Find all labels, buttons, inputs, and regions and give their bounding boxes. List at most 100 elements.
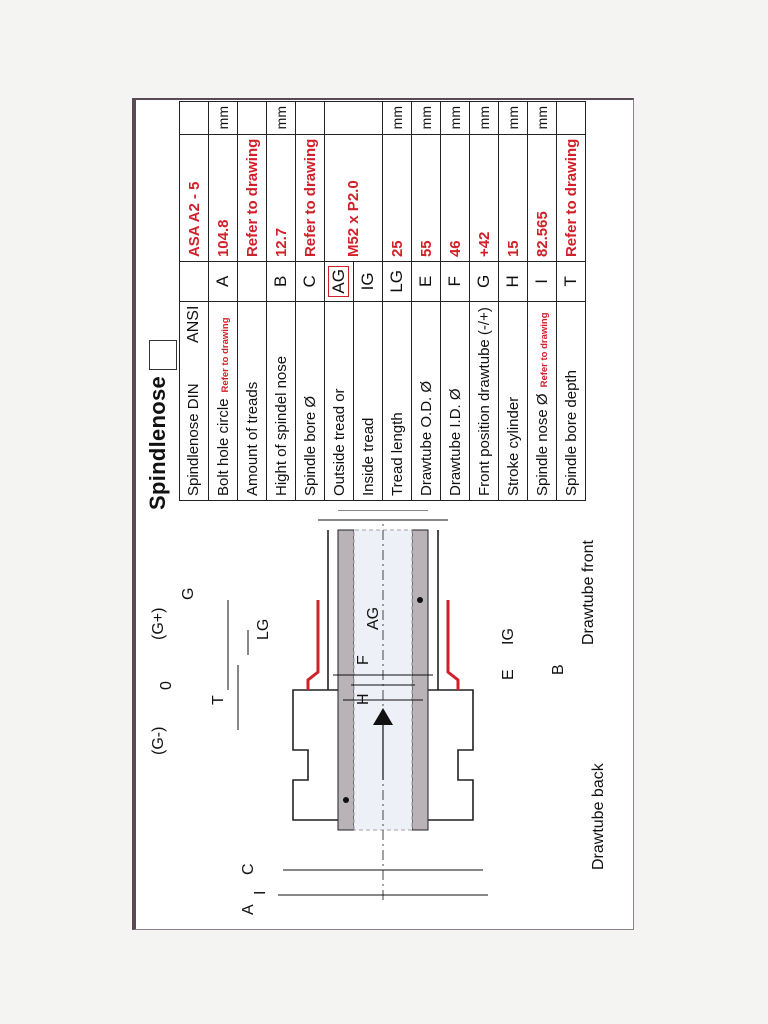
dimension-lines — [227, 510, 488, 896]
row-label: Stroke cylinder — [498, 301, 528, 501]
table-row: Spindle bore depth T Refer to drawing — [556, 101, 586, 501]
row-unit — [324, 101, 383, 135]
ansi-label: ANSI — [185, 305, 202, 343]
spec-table: Spindlenose DIN ANSI ASA A2 - 5 Bolt hol… — [179, 101, 586, 501]
row-label: Spindle bore Ø — [295, 301, 325, 501]
row-unit: mm — [527, 101, 557, 135]
g-minus-label: (G-) — [150, 727, 167, 755]
row-label: Outside tread or — [324, 301, 354, 501]
row-symbol: F — [440, 261, 470, 302]
row-symbol: C — [295, 261, 325, 302]
row-value: Refer to drawing — [295, 134, 325, 262]
table-row: Tread length LG 25 mm — [382, 101, 412, 501]
table-row: Outside tread or AG M52 x P2.0 — [324, 101, 383, 501]
spindlenose-sheet: (G-) 0 (G+) G LG T B H F AG E IG C I A D… — [133, 100, 633, 930]
row-label: Drawtube O.D. Ø — [411, 301, 441, 501]
row-label: Spindle nose Ø — [533, 393, 551, 496]
dim-label-h: H — [355, 693, 372, 705]
table-row: Drawtube O.D. Ø E 55 mm — [411, 101, 441, 501]
row-symbol — [237, 261, 267, 302]
row-symbol: I — [527, 261, 557, 302]
spindlenose-checkbox[interactable] — [149, 340, 177, 370]
row-value: 55 — [411, 134, 441, 262]
row-value: 15 — [498, 134, 528, 262]
dim-label-ag: AG — [365, 607, 382, 630]
row-unit: mm — [208, 101, 238, 135]
row-label: Tread length — [382, 301, 412, 501]
row-unit — [237, 101, 267, 135]
dim-label-lg: LG — [255, 619, 272, 640]
direction-arrow — [373, 708, 393, 725]
row-symbol: A — [208, 261, 238, 302]
row-note: Refer to drawing — [219, 317, 231, 393]
row-value: 82.565 — [527, 134, 557, 262]
spindle-nose-profile — [306, 600, 320, 690]
dim-label-c: C — [240, 863, 257, 875]
row-unit: mm — [469, 101, 499, 135]
drawtube-lower — [411, 529, 429, 831]
row-value: Refer to drawing — [237, 134, 267, 262]
table-row: Amount of treads Refer to drawing — [237, 101, 267, 501]
row-unit — [295, 101, 325, 135]
row-value: M52 x P2.0 — [324, 134, 383, 262]
dim-label-f: F — [355, 655, 372, 665]
row-symbol: AG — [328, 266, 349, 297]
row-symbol: H — [498, 261, 528, 302]
row-value: 46 — [440, 134, 470, 262]
row-unit: mm — [266, 101, 296, 135]
dim-label-e: E — [500, 669, 517, 680]
row-label: Front position drawtube (-/+) — [469, 301, 499, 501]
din-label: Spindlenose DIN — [185, 383, 202, 496]
spindlenose-drawing: (G-) 0 (G+) G LG T B H F AG E IG C I A D… — [150, 510, 607, 915]
row-value: +42 — [469, 134, 499, 262]
row-note: Refer to drawing — [538, 312, 550, 388]
dim-label-t: T — [210, 695, 227, 705]
ansi-value: ASA A2 - 5 — [179, 134, 209, 262]
dim-label-ig: IG — [500, 628, 517, 645]
dim-label-g: G — [180, 588, 197, 600]
table-row: Hight of spindel nose B 12.7 mm — [266, 101, 296, 501]
table-row: Spindle nose ØRefer to drawing I 82.565 … — [527, 101, 557, 501]
g-plus-label: (G+) — [150, 608, 167, 640]
row-unit: mm — [411, 101, 441, 135]
row-value: 25 — [382, 134, 412, 262]
row-label: Amount of treads — [237, 301, 267, 501]
table-row: Stroke cylinder H 15 mm — [498, 101, 528, 501]
row-value: 12.7 — [266, 134, 296, 262]
page-title: Spindlenose — [145, 375, 170, 510]
table-row: Bolt hole circle Refer to drawing A 104.8… — [208, 101, 238, 501]
table-row: Front position drawtube (-/+) G +42 mm — [469, 101, 499, 501]
row-symbol: T — [556, 261, 586, 302]
row-unit: mm — [382, 101, 412, 135]
din-header-cell: Spindlenose DIN ANSI — [179, 301, 209, 501]
drawtube-front-marker — [417, 597, 423, 603]
table-row: Drawtube I.D. Ø F 46 mm — [440, 101, 470, 501]
row-label: Bolt hole circle — [214, 398, 232, 496]
row-unit — [556, 101, 586, 135]
zero-label: 0 — [158, 681, 175, 690]
row-label: Hight of spindel nose — [266, 301, 296, 501]
table-row-header: Spindlenose DIN ANSI ASA A2 - 5 — [179, 101, 209, 501]
row-label: Inside tread — [353, 301, 383, 501]
drawtube-front-label: Drawtube front — [580, 540, 597, 645]
dim-label-a: A — [240, 904, 257, 915]
drawtube-upper — [337, 529, 355, 831]
row-label: Drawtube I.D. Ø — [440, 301, 470, 501]
spindle-nose-profile-lower — [446, 600, 460, 690]
header-unit-cell — [179, 101, 209, 135]
drawtube-back-label: Drawtube back — [590, 762, 607, 870]
drawtube-back-marker — [343, 797, 349, 803]
row-value: Refer to drawing — [556, 134, 586, 262]
row-unit: mm — [440, 101, 470, 135]
row-symbol: G — [469, 261, 499, 302]
row-symbol: IG — [353, 261, 383, 302]
header-symbol-cell — [179, 261, 209, 302]
row-unit: mm — [498, 101, 528, 135]
table-row: Spindle bore Ø C Refer to drawing — [295, 101, 325, 501]
row-symbol: B — [266, 261, 296, 302]
dim-label-b: B — [550, 664, 567, 675]
row-symbol: LG — [382, 261, 412, 302]
row-label: Spindle bore depth — [556, 301, 586, 501]
row-value: 104.8 — [208, 134, 238, 262]
row-symbol: E — [411, 261, 441, 302]
